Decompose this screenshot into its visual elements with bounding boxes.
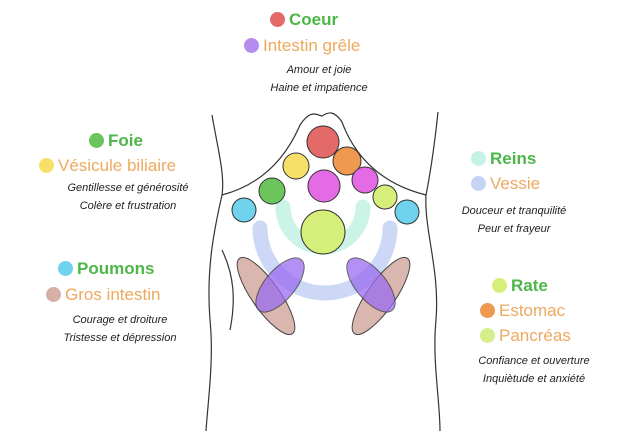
label-gros-intestin: Gros intestin <box>46 286 160 303</box>
vesicule-dot-icon <box>39 158 54 173</box>
poumons-dot-icon <box>58 261 73 276</box>
organ-yang-name: Intestin grêle <box>263 36 361 55</box>
gros-intestin-dot-icon <box>46 287 61 302</box>
reins-dot-icon <box>471 151 486 166</box>
emotion-negative: Colère et frustration <box>79 200 177 212</box>
pancreas-circle <box>372 184 398 210</box>
organ-circles <box>231 125 420 255</box>
coeur-dot-icon <box>270 12 285 27</box>
organ-yang-name: Vésicule biliaire <box>58 156 177 175</box>
estomac-dot-icon <box>480 303 495 318</box>
liver-circle <box>258 177 286 205</box>
pericardium-circle <box>307 169 341 203</box>
label-pancreas: Pancréas <box>480 327 571 344</box>
emotion-negative: Tristesse et dépression <box>63 332 177 344</box>
label-reins: Reins <box>471 150 536 167</box>
rate-dot-icon <box>492 278 507 293</box>
small-intestine <box>255 257 396 313</box>
emotions-lungs: Courage et droiture Tristesse et dépress… <box>64 311 177 347</box>
spleen-circle <box>300 209 346 255</box>
organ-yin-name: Rate <box>511 276 548 295</box>
bladder-arc <box>252 220 398 301</box>
intestin-grele-dot-icon <box>244 38 259 53</box>
organ-yin-name: Poumons <box>77 259 155 278</box>
label-rate: Rate <box>492 277 548 294</box>
emotion-negative: Peur et frayeur <box>477 223 551 235</box>
emotions-spleen: Confiance et ouverture Inquiètude et anx… <box>478 352 589 388</box>
organ-yin-name: Foie <box>108 131 143 150</box>
organ-yang-name: Vessie <box>490 174 541 193</box>
organ-yin-name: Reins <box>490 149 537 168</box>
triple-heater-circle <box>351 166 379 194</box>
label-estomac: Estomac <box>480 302 565 319</box>
label-intestin-grele: Intestin grêle <box>244 37 360 54</box>
emotions-heart: Amour et joie Haine et impatience <box>270 61 367 97</box>
emotion-positive: Confiance et ouverture <box>478 355 590 367</box>
organ-yang2-name: Pancréas <box>499 326 571 345</box>
stomach-circle <box>332 146 362 176</box>
emotion-negative: Inquiètude et anxiété <box>482 373 586 385</box>
pancreas-dot-icon <box>480 328 495 343</box>
emotion-positive: Amour et joie <box>286 64 352 76</box>
heart-circle <box>306 125 340 159</box>
lung-left-circle <box>231 197 257 223</box>
emotion-negative: Haine et impatience <box>270 82 368 94</box>
emotions-kidneys: Douceur et tranquilité Peur et frayeur <box>462 202 567 238</box>
gallbladder-circle <box>282 152 310 180</box>
organ-yin-name: Coeur <box>289 10 339 29</box>
organ-yang-name: Gros intestin <box>65 285 161 304</box>
label-vesicule-biliaire: Vésicule biliaire <box>39 157 176 174</box>
foie-dot-icon <box>89 133 104 148</box>
organ-yang-name: Estomac <box>499 301 566 320</box>
label-coeur: Coeur <box>270 11 338 28</box>
torso-outline <box>205 111 441 431</box>
label-vessie: Vessie <box>471 175 540 192</box>
emotions-liver: Gentillesse et générosité Colère et frus… <box>67 179 188 215</box>
emotion-positive: Douceur et tranquilité <box>461 205 567 217</box>
label-poumons: Poumons <box>58 260 154 277</box>
label-foie: Foie <box>89 132 143 149</box>
emotion-positive: Gentillesse et générosité <box>67 182 189 194</box>
lung-right-circle <box>394 199 420 225</box>
emotion-positive: Courage et droiture <box>72 314 168 326</box>
vessie-dot-icon <box>471 176 486 191</box>
